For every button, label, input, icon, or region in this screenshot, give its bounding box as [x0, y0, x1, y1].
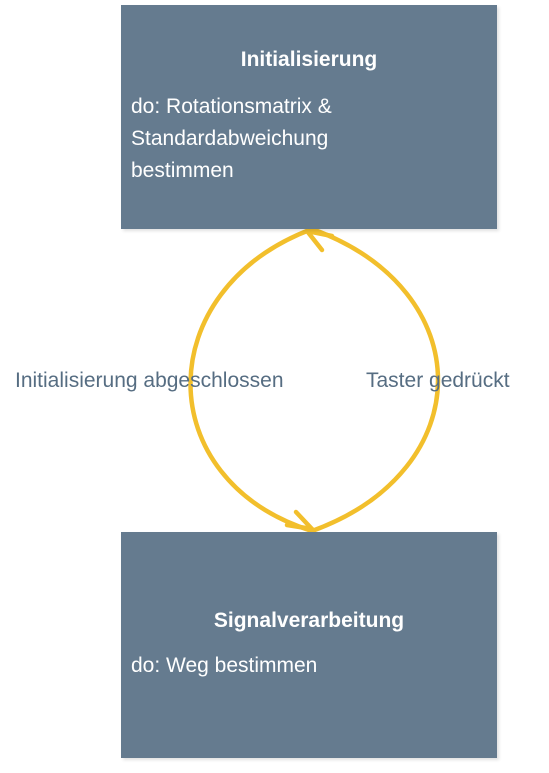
transition-label-initialisierung-abgeschlossen: Initialisierung abgeschlossen	[15, 369, 284, 392]
state-activity: do: Rotationsmatrix & Standardabweichung…	[131, 95, 332, 182]
arrowhead-top-icon	[304, 228, 335, 253]
state-title: Initialisierung	[240, 48, 378, 71]
arrow-taster-gedrueckt	[309, 226, 441, 534]
arrow-initialisierung-abgeschlossen	[188, 226, 315, 534]
state-title: Signalverarbeitung	[213, 609, 405, 632]
state-signalverarbeitung: Signalverarbeitung do: Weg bestimmen	[121, 532, 497, 758]
state-initialisierung: Initialisierung do: Rotationsmatrix & St…	[121, 5, 497, 229]
arrowhead-bottom-icon	[284, 509, 315, 532]
state-activity: do: Weg bestimmen	[131, 654, 318, 677]
transition-label-taster-gedrueckt: Taster gedrückt	[366, 369, 510, 392]
